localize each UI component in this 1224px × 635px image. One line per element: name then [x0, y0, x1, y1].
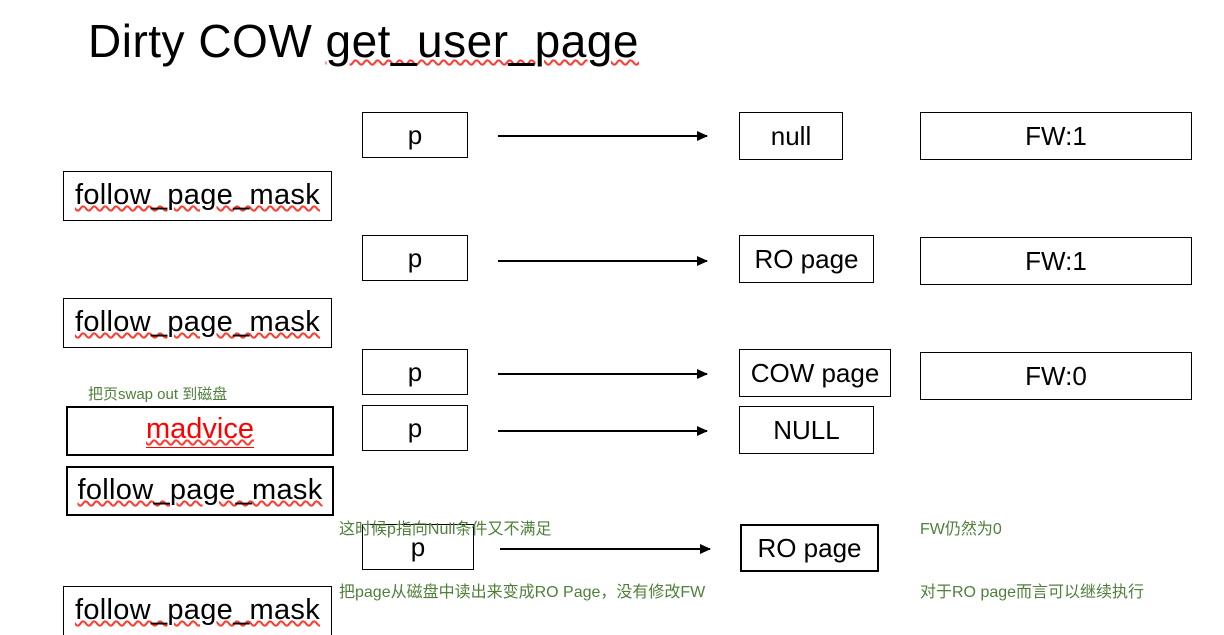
flag-box-1[interactable]: FW:1: [920, 112, 1192, 160]
middle-note-line-1: 这时候p指向Null条件又不满足: [339, 521, 552, 538]
pointer-box-2[interactable]: p: [362, 235, 468, 281]
follow-page-mask-box-4[interactable]: follow_page_mask: [63, 586, 332, 635]
target-box-5[interactable]: RO page: [740, 524, 879, 572]
target-label-5: RO page: [757, 532, 862, 563]
middle-note: 这时候p指向Null条件又不满足 把page从磁盘中读出来变成RO Page，没…: [339, 477, 705, 635]
page-title-plain: Dirty COW: [88, 15, 326, 67]
madvice-label: madvice: [146, 413, 254, 448]
arrow-right-icon-1: [498, 131, 708, 141]
target-label-1: null: [770, 120, 812, 151]
flag-box-3[interactable]: FW:0: [920, 352, 1192, 400]
follow-page-mask-label-1: follow_page_mask: [75, 179, 320, 212]
target-box-4[interactable]: NULL: [739, 406, 874, 454]
flag-label-1: FW:1: [1025, 120, 1087, 151]
flag-label-2: FW:1: [1025, 245, 1087, 276]
right-note-line-2: 对于RO page而言可以继续执行: [920, 582, 1160, 603]
pointer-label-2: p: [407, 242, 423, 273]
pointer-label-4: p: [407, 412, 423, 443]
follow-page-mask-label-2: follow_page_mask: [75, 306, 320, 339]
pointer-label-5: p: [410, 531, 426, 562]
target-label-3: COW page: [750, 357, 880, 388]
arrow-right-icon-2: [498, 256, 708, 266]
follow-page-mask-box-2[interactable]: follow_page_mask: [63, 298, 332, 348]
follow-page-mask-box-1[interactable]: follow_page_mask: [63, 171, 332, 221]
right-note-1-pre: FW仍然为0: [920, 521, 1002, 538]
madvice-box[interactable]: madvice: [66, 406, 334, 456]
arrow-right-icon-5: [500, 544, 711, 554]
right-note-2-pre: 对于RO page而言可以继续执行: [920, 584, 1145, 601]
flag-box-2[interactable]: FW:1: [920, 237, 1192, 285]
target-label-4: NULL: [773, 414, 840, 445]
pointer-box-3[interactable]: p: [362, 349, 468, 395]
pointer-box-4[interactable]: p: [362, 405, 468, 451]
arrow-right-icon-3: [498, 369, 708, 379]
target-box-3[interactable]: COW page: [739, 349, 891, 397]
flag-label-3: FW:0: [1025, 360, 1087, 391]
pointer-label-1: p: [407, 119, 423, 150]
right-note: FW仍然为0 对于RO page而言可以继续执行 退出follow_page_m…: [920, 477, 1160, 635]
middle-note-line-2: 把page从磁盘中读出来变成RO Page，没有修改FW: [339, 584, 706, 601]
follow-page-mask-box-3[interactable]: follow_page_mask: [66, 466, 334, 516]
pointer-box-5[interactable]: p: [362, 524, 474, 570]
right-note-line-1: FW仍然为0: [920, 519, 1160, 540]
target-box-2[interactable]: RO page: [739, 235, 874, 283]
target-box-1[interactable]: null: [739, 112, 843, 160]
arrow-right-icon-4: [498, 426, 708, 436]
follow-page-mask-label-3: follow_page_mask: [77, 474, 323, 507]
swap-out-note: 把页swap out 到磁盘: [88, 386, 228, 403]
page-title: Dirty COW get_user_page: [88, 12, 639, 70]
follow-page-mask-label-4: follow_page_mask: [75, 594, 320, 627]
page-title-misspelled: get_user_page: [325, 15, 639, 67]
pointer-box-1[interactable]: p: [362, 112, 468, 158]
pointer-label-3: p: [407, 356, 423, 387]
target-label-2: RO page: [754, 243, 859, 274]
